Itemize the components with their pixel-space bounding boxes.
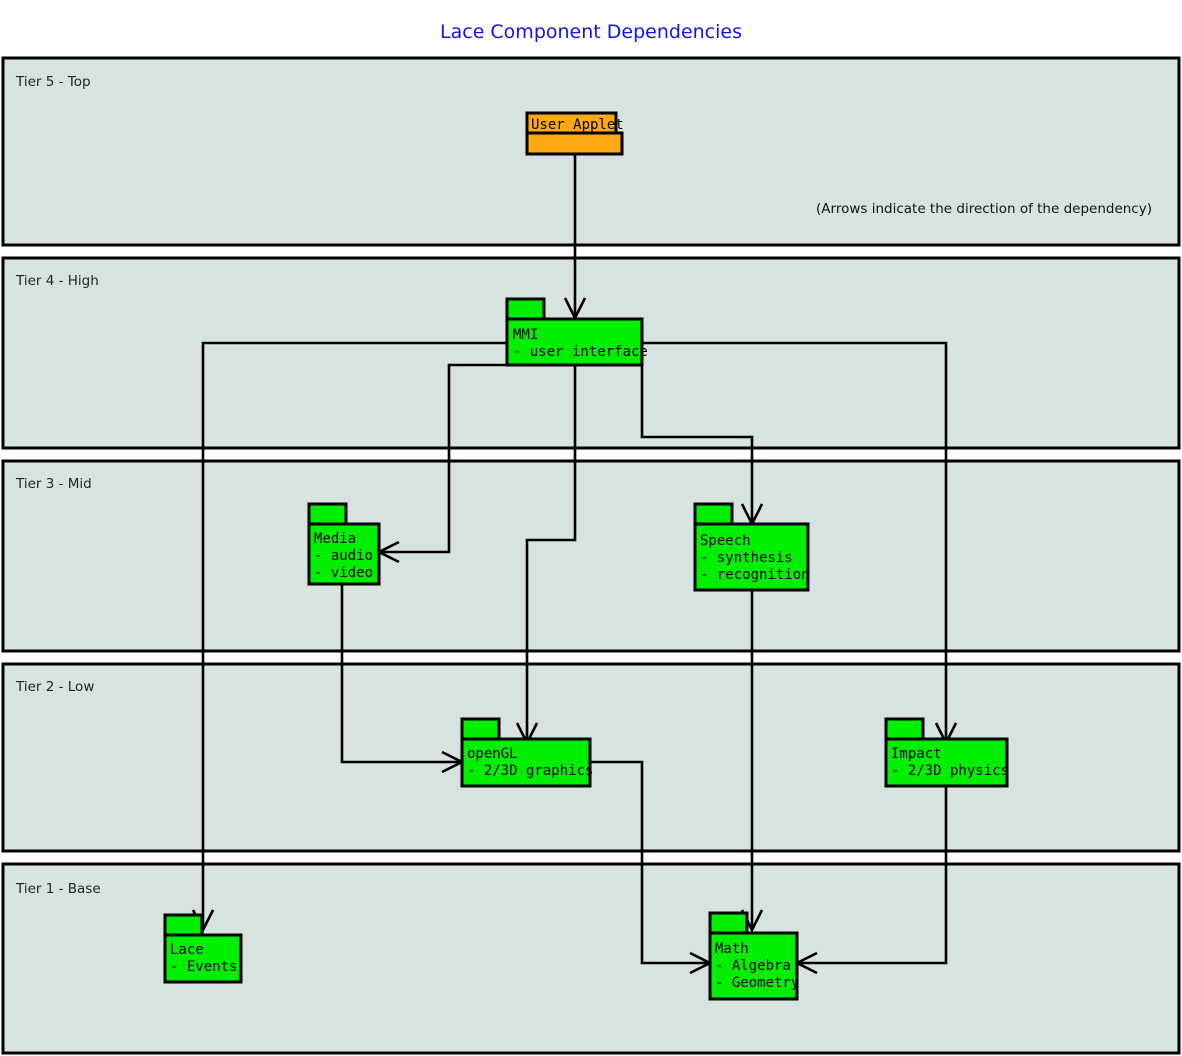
package-speech-item1: - synthesis (700, 550, 793, 566)
package-impact-item1: - 2/3D physics (891, 763, 1009, 779)
package-math-item2: - Geometry (715, 975, 799, 991)
package-opengl[interactable]: openGL - 2/3D graphics (460, 717, 593, 788)
package-mmi-item1: - user interface (513, 344, 648, 360)
package-speech-item2: - recognition (700, 567, 810, 583)
arrow-direction-note: (Arrows indicate the direction of the de… (816, 201, 1152, 217)
tier-label-tier3: Tier 3 - Mid (15, 476, 92, 492)
package-math-body (708, 931, 799, 1001)
package-media[interactable]: Media - audio - video (307, 502, 381, 586)
package-lace-name: Lace (170, 942, 204, 958)
package-mmi-body (505, 317, 644, 367)
package-media-body (307, 522, 381, 586)
tier-container-tier3 (1, 459, 1181, 653)
package-lace-body (163, 933, 243, 984)
package-impact-name: Impact (891, 746, 942, 762)
package-opengl-item1: - 2/3D graphics (467, 763, 593, 779)
page-title: Lace Component Dependencies (440, 21, 742, 43)
package-math[interactable]: Math - Algebra - Geometry (708, 911, 799, 1001)
package-user-applet-name: User Applet (531, 117, 624, 133)
tier-label-tier1: Tier 1 - Base (15, 881, 101, 897)
package-lace[interactable]: Lace - Events (163, 913, 243, 984)
package-media-item2: - video (314, 565, 373, 581)
package-mmi-name: MMI (513, 327, 538, 343)
package-math-name: Math (715, 941, 749, 957)
package-media-item1: - audio (314, 548, 373, 564)
package-lace-item1: - Events (170, 959, 237, 975)
package-opengl-body (460, 737, 592, 788)
connector-media-to-opengl (340, 584, 462, 764)
package-speech-body (693, 522, 810, 592)
package-math-item1: - Algebra (715, 958, 791, 974)
package-speech-name: Speech (700, 533, 751, 549)
package-mmi[interactable]: MMI - user interface (505, 297, 648, 367)
package-impact-body (884, 737, 1009, 788)
package-user-applet-body (525, 131, 624, 156)
connector-mmi-to-media (379, 363, 507, 554)
connector-mmi-to-lace (201, 341, 507, 930)
tier-label-tier2: Tier 2 - Low (15, 679, 94, 695)
package-media-name: Media (314, 531, 356, 547)
connector-opengl-to-math (590, 760, 710, 965)
connector-impact-to-math (797, 786, 948, 965)
package-opengl-name: openGL (467, 746, 518, 762)
package-speech[interactable]: Speech - synthesis - recognition (693, 502, 810, 592)
tier-label-tier5: Tier 5 - Top (15, 74, 91, 90)
connector-mmi-to-opengl (525, 365, 577, 743)
connector-mmi-to-impact (642, 341, 948, 743)
package-user-applet[interactable]: User Applet (525, 111, 624, 156)
tier-label-tier4: Tier 4 - High (15, 273, 99, 289)
connector-mmi-to-speech (640, 347, 754, 524)
package-impact[interactable]: Impact - 2/3D physics (884, 717, 1009, 788)
